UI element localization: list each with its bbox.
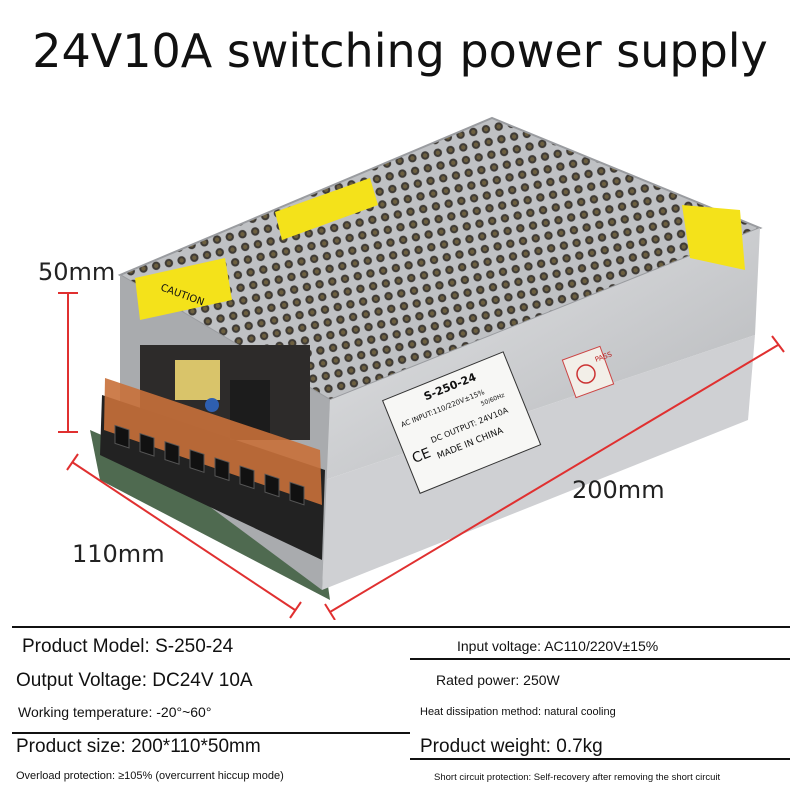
- side-panel-lower: [322, 335, 755, 590]
- length-dimension-label: 200mm: [572, 476, 665, 504]
- spec-short-circuit-protection: Short circuit protection: Self-recovery …: [434, 772, 721, 783]
- power-supply-illustration: CAUTION S-250-24 AC INPUT:110/220V±15% 5…: [58, 116, 785, 620]
- terminal-cover: [104, 378, 322, 505]
- corner-label: [682, 205, 745, 270]
- height-dimension-label: 50mm: [38, 258, 116, 286]
- pass-sticker: [561, 345, 615, 399]
- dimension-lines: [58, 292, 785, 620]
- spec-rated-power: Rated power: 250W: [436, 672, 560, 688]
- spec-product-weight: Product weight: 0.7kg: [420, 736, 603, 757]
- depth-dimension-label: 110mm: [72, 540, 165, 568]
- length-dimension-line: [329, 344, 779, 613]
- spec-table: Product Model: S-250-24 Input voltage: A…: [0, 622, 800, 800]
- spec-overload-protection: Overload protection: ≥105% (overcurrent …: [16, 770, 284, 782]
- product-label: S-250-24 AC INPUT:110/220V±15% 50/60Hz D…: [381, 351, 542, 494]
- spec-heat-dissipation: Heat dissipation method: natural cooling: [420, 706, 616, 718]
- voltage-label: [275, 178, 378, 240]
- spec-working-temperature: Working temperature: -20°~60°: [18, 704, 212, 720]
- spec-input-voltage: Input voltage: AC110/220V±15%: [457, 638, 659, 654]
- spec-product-size: Product size: 200*110*50mm: [16, 736, 261, 757]
- depth-dimension-line: [71, 461, 296, 611]
- page-title: 24V10A switching power supply: [32, 24, 768, 78]
- ce-mark: CE: [410, 445, 433, 467]
- spec-model: Product Model: S-250-24: [22, 636, 234, 657]
- spec-output-voltage: Output Voltage: DC24V 10A: [16, 670, 253, 691]
- caution-label: [135, 258, 232, 320]
